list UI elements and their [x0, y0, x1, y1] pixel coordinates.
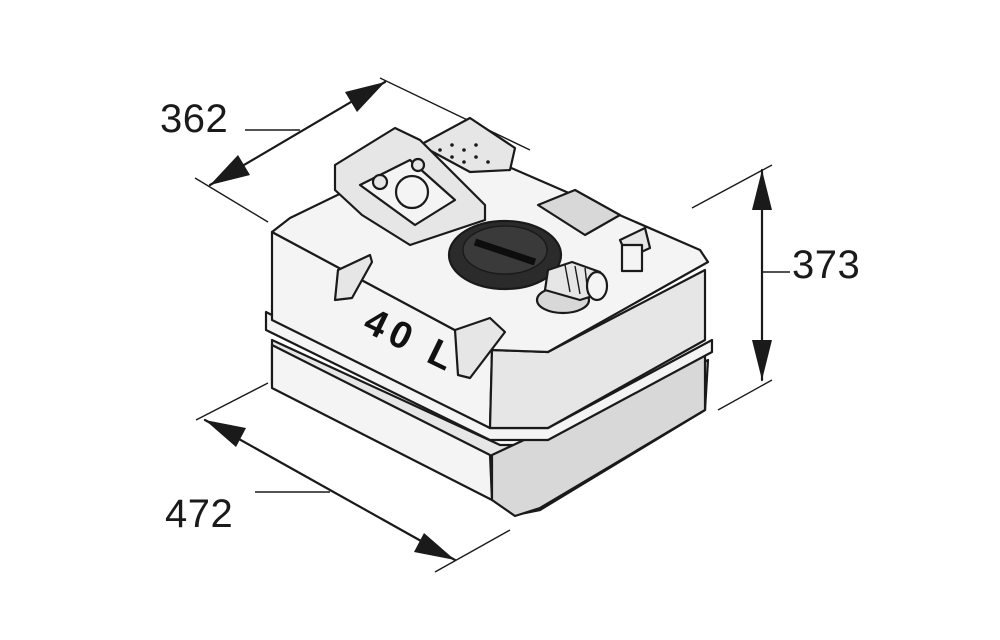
hatch-fitting-small — [371, 173, 389, 191]
dimension-width-label: 472 — [165, 492, 233, 536]
dimension-depth-label: 362 — [160, 97, 228, 141]
arrowhead-depth-top — [345, 82, 385, 112]
arrowhead-height-bottom — [752, 340, 772, 380]
hatch-fitting-large — [394, 174, 430, 210]
tank-strap-front — [453, 316, 507, 380]
dimension-line-width — [203, 418, 457, 562]
dimension-depth: 362 — [160, 77, 531, 223]
dimension-width: 472 — [165, 382, 511, 573]
dimension-height-label: 373 — [792, 243, 860, 287]
extension-line-height-bottom — [717, 379, 773, 411]
filler-cap — [447, 219, 563, 291]
platform-vent-holes — [438, 143, 490, 164]
extension-line-height-top — [691, 164, 773, 209]
tank-top-recess — [536, 188, 622, 237]
tank-body — [264, 116, 714, 518]
hatch-fitting-top — [410, 157, 426, 173]
tank-top-platform — [418, 116, 517, 174]
vent-pipe — [620, 243, 644, 273]
extension-line-depth-top — [379, 77, 531, 151]
connector-outlet — [585, 270, 609, 302]
inspection-hatch — [333, 126, 487, 247]
extension-line-width-left — [195, 382, 269, 421]
tank-strap-left — [333, 253, 374, 302]
extension-line-width-right — [434, 529, 511, 573]
arrowhead-width-right — [414, 533, 455, 560]
connector-ribs — [564, 264, 589, 295]
arrowhead-depth-bottom — [210, 155, 250, 185]
hose-connector — [535, 260, 609, 315]
filler-cap-grip — [473, 238, 537, 266]
arrowhead-width-left — [205, 420, 246, 447]
arrowhead-height-top — [752, 170, 772, 210]
extension-line-depth-bottom — [194, 177, 269, 223]
dimension-height: 373 — [691, 164, 860, 411]
